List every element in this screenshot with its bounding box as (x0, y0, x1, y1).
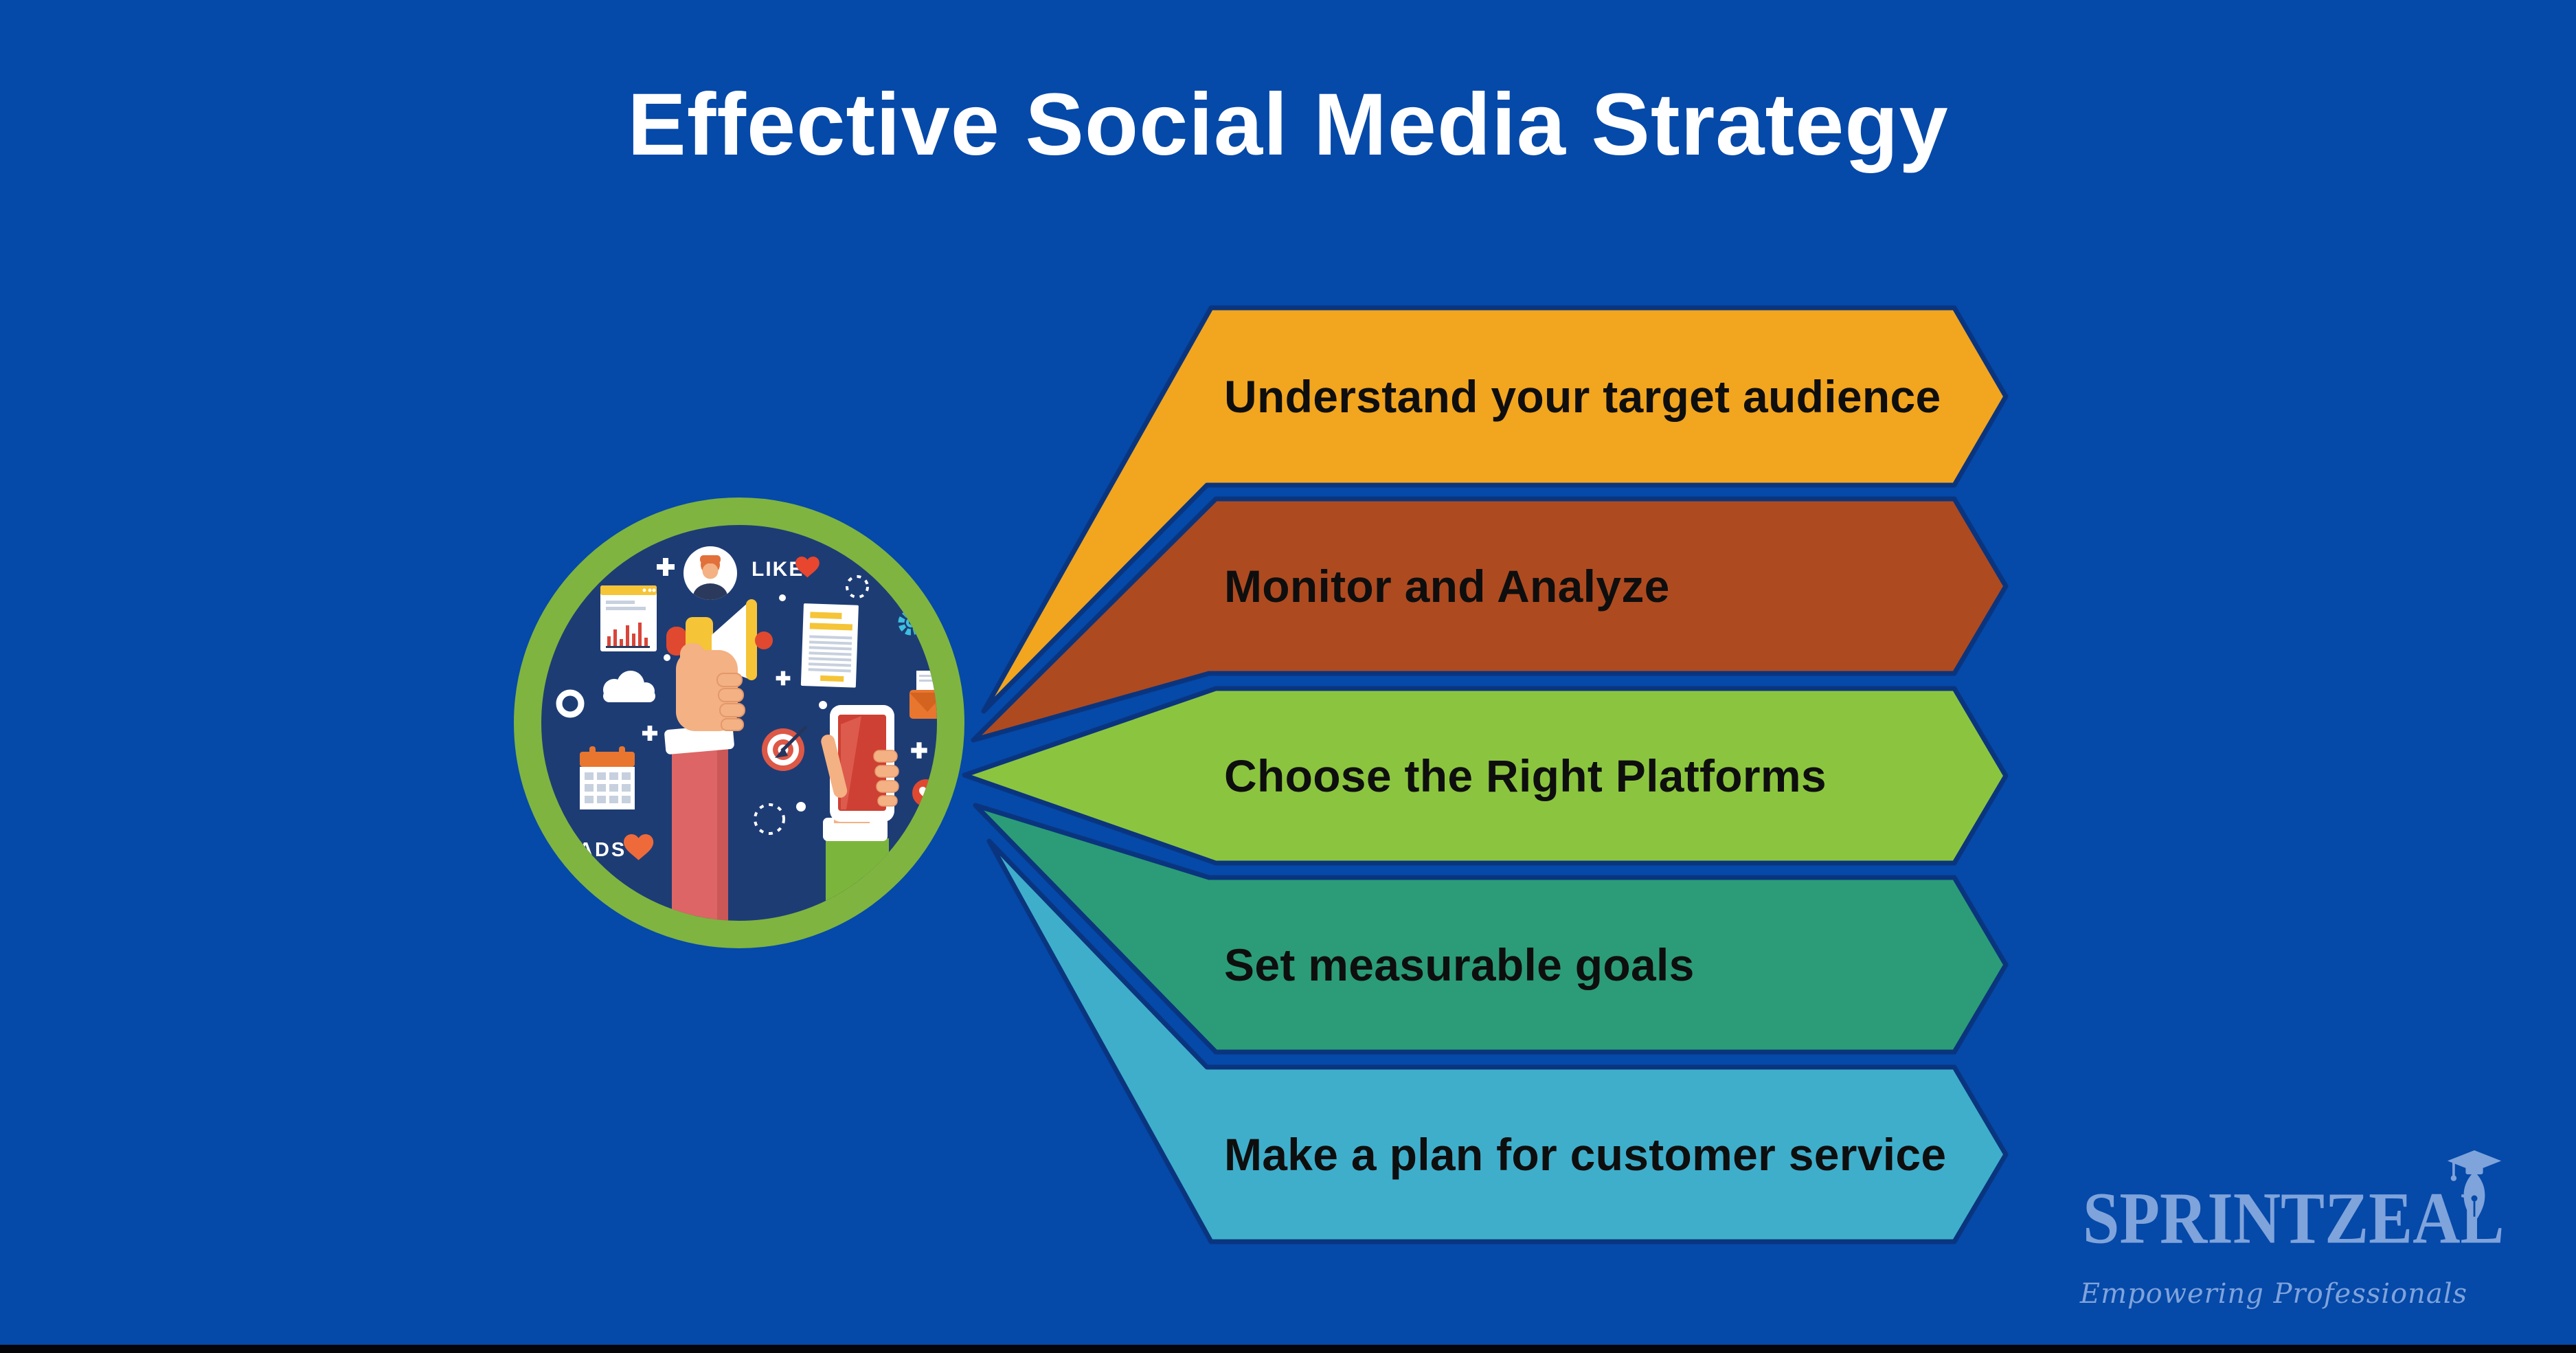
megaphone-icon (664, 599, 773, 921)
avatar-icon (683, 546, 737, 600)
heart-icon (624, 834, 654, 860)
document-icon (800, 603, 859, 688)
banner-label-3: Choose the Right Platforms (1224, 750, 1827, 801)
brand-tagline: Empowering Professionals (2079, 1278, 2468, 1310)
bottom-bar (0, 1345, 2576, 1353)
target-icon (762, 725, 808, 771)
banner-label-2: Monitor and Analyze (1224, 561, 1670, 612)
ring-icon (556, 689, 585, 718)
cloud-icon (603, 671, 655, 702)
brand-name: SPRINTZEAL (2083, 1176, 2505, 1260)
brand-logo: SPRINTZEAL Empowering Professionals (2054, 1150, 2521, 1345)
banner-shape-1 (981, 305, 2009, 714)
dotted-circle-icon (754, 575, 869, 835)
banner-label-1: Understand your target audience (1224, 371, 1941, 422)
circle-ring (514, 497, 964, 948)
banner-label-5: Make a plan for customer service (1224, 1129, 1947, 1180)
banner-shape-5 (986, 838, 2009, 1244)
calendar-icon (580, 746, 635, 809)
like-label: LIKE (752, 558, 804, 581)
banner-shape-4 (973, 803, 2009, 1055)
banner-label-4: Set measurable goals (1224, 939, 1695, 990)
banner-shape-2 (971, 496, 2009, 743)
banner-shape-3 (962, 686, 2009, 866)
heart-icon (795, 557, 820, 578)
chart-card-icon (600, 585, 657, 651)
phone-hand-icon (821, 705, 899, 921)
page-title: Effective Social Media Strategy (627, 76, 1949, 174)
graduation-cap-pen-icon (2447, 1150, 2502, 1224)
social-media-illustration: LIKE (514, 497, 964, 948)
